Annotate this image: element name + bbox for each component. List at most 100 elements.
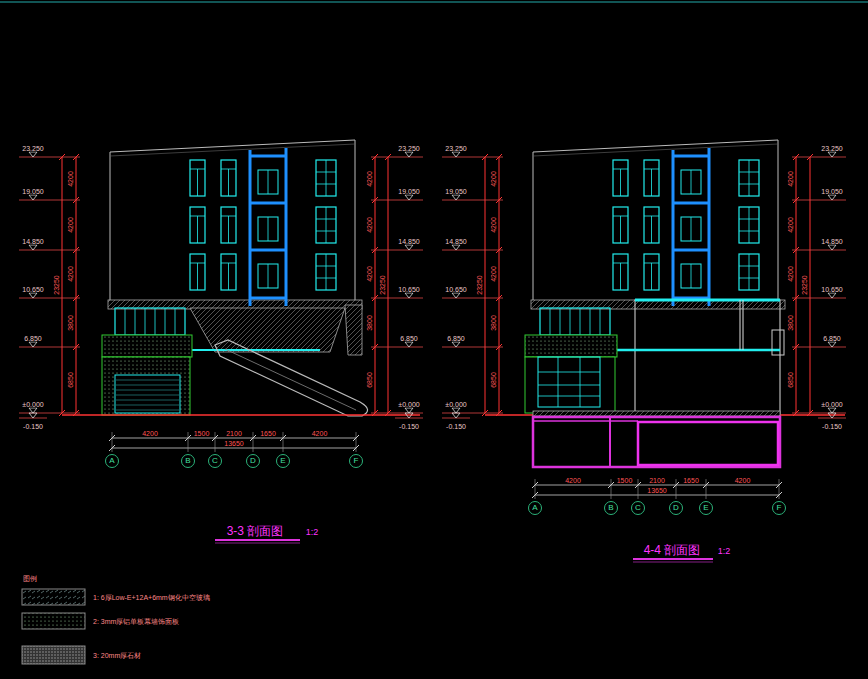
window-mullion — [538, 396, 600, 397]
stair-core-wall — [249, 150, 252, 306]
window — [316, 207, 336, 243]
level-line — [371, 250, 423, 251]
level-line — [442, 413, 503, 414]
window-mullion — [651, 216, 652, 243]
stair-landing — [673, 249, 709, 252]
level-symbol — [828, 342, 836, 347]
scale-text: 1:2 — [717, 547, 732, 556]
elevation-label: 10.650 — [397, 286, 420, 293]
level-symbol — [828, 152, 836, 157]
window-mullion — [739, 278, 759, 279]
wall-line — [740, 300, 741, 350]
elevation-label: 6.850 — [23, 335, 43, 342]
window-mullion — [749, 254, 750, 290]
shutter-line — [116, 390, 179, 391]
level-symbol — [405, 413, 413, 418]
dimension-text: 1650 — [682, 477, 700, 484]
level-symbol — [29, 152, 37, 157]
window-mullion — [620, 216, 621, 243]
dimension-tick — [109, 435, 115, 441]
dimension-text: 4200 — [490, 216, 497, 234]
elevation-label: -0.150 — [821, 423, 843, 430]
dimension-line — [62, 157, 63, 413]
axis-bubble: F — [772, 501, 786, 515]
level-symbol — [405, 152, 413, 157]
window-mullion — [316, 278, 336, 279]
window — [644, 207, 659, 243]
dimension-tick — [385, 154, 391, 160]
dimension-tick — [635, 482, 641, 488]
axis-letter: C — [212, 457, 218, 465]
axis-bubble: C — [208, 454, 222, 468]
elevation-label: 19.050 — [820, 188, 843, 195]
door-leaf — [691, 264, 692, 288]
stair-landing — [673, 155, 709, 158]
dimension-text: 1500 — [193, 430, 211, 437]
caption-underline — [633, 562, 713, 563]
dimension-line — [76, 157, 77, 413]
elevation-label: 6.850 — [399, 335, 419, 342]
axis-letter: E — [703, 504, 708, 512]
stair-landing — [250, 155, 286, 158]
railing — [772, 330, 784, 355]
level-symbol — [29, 293, 37, 298]
window-mullion — [749, 207, 750, 243]
dimension-tick — [353, 435, 359, 441]
dimension-tick — [532, 482, 538, 488]
elevation-label: 6.850 — [822, 335, 842, 342]
elevation-label: ±0.000 — [444, 401, 467, 408]
axis-bubble: F — [349, 454, 363, 468]
shop-front — [115, 375, 180, 413]
glazing-mullion — [145, 308, 146, 335]
window-mullion — [558, 357, 559, 407]
level-symbol — [29, 245, 37, 250]
dimension-text: 23250 — [379, 274, 386, 295]
level-symbol — [452, 342, 460, 347]
level-symbol — [452, 195, 460, 200]
level-symbol — [828, 413, 836, 418]
dimension-tick — [353, 445, 359, 451]
axis-bubble: E — [699, 501, 713, 515]
window-mullion — [739, 266, 759, 267]
window — [644, 254, 659, 290]
door-leaf — [268, 217, 269, 241]
beam — [190, 349, 320, 351]
dimension-tick — [372, 154, 378, 160]
window-mullion — [316, 172, 336, 173]
dimension-tick — [793, 344, 799, 350]
level-line — [442, 200, 503, 201]
axis-line — [676, 479, 677, 499]
elevation-label: 23.250 — [820, 145, 843, 152]
dimension-text: 4200 — [366, 216, 373, 234]
dimension-tick — [496, 247, 502, 253]
dimension-tick — [385, 410, 391, 416]
dimension-text: 23250 — [476, 274, 483, 295]
dimension-tick — [73, 247, 79, 253]
escalator-handrail — [225, 349, 356, 410]
level-line — [19, 347, 80, 348]
dimension-text: 1500 — [616, 477, 634, 484]
axis-letter: F — [354, 457, 359, 465]
dimension-text: 23250 — [801, 274, 808, 295]
dimension-tick — [482, 154, 488, 160]
dimension-tick — [73, 295, 79, 301]
level-symbol — [405, 245, 413, 250]
elevation-label: 23.250 — [21, 145, 44, 152]
dimension-tick — [372, 344, 378, 350]
level-symbol — [828, 293, 836, 298]
aluminium-panel — [102, 335, 192, 357]
section-caption: 3-3 剖面图 — [226, 525, 285, 537]
window — [221, 160, 236, 196]
dimension-tick — [807, 154, 813, 160]
storefront-glazing — [115, 308, 185, 335]
dimension-text: 4200 — [787, 170, 794, 188]
elevation-label: 19.050 — [444, 188, 467, 195]
dimension-text: 6850 — [366, 371, 373, 389]
glazing-mullion — [570, 308, 571, 335]
level-line — [371, 200, 423, 201]
level-line — [19, 250, 80, 251]
dimension-text: 4200 — [490, 265, 497, 283]
level-symbol — [29, 413, 37, 418]
level-symbol — [452, 413, 460, 418]
dimension-tick — [73, 154, 79, 160]
